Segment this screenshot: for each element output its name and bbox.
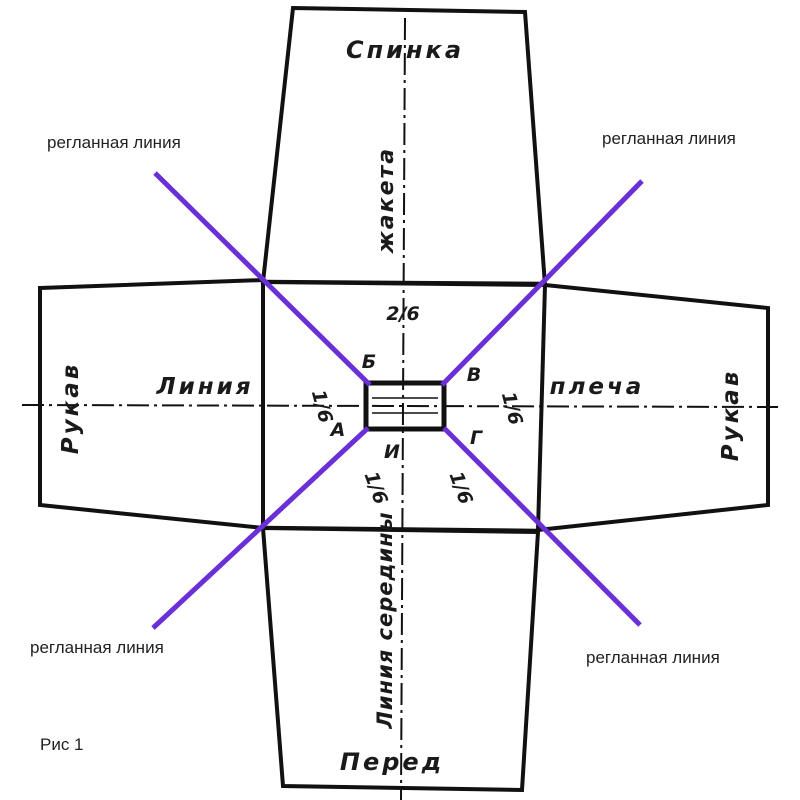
jacket-label: жакета bbox=[374, 147, 399, 254]
raglan-line-top-left bbox=[153, 171, 372, 387]
raglan-line-bottom-left bbox=[151, 426, 370, 630]
raglan-label-top-right: регланная линия bbox=[602, 129, 736, 148]
right-sleeve-label: Рукав bbox=[718, 369, 744, 462]
point-v: В bbox=[467, 364, 481, 386]
raglan-label-bottom-right: регланная линия bbox=[586, 648, 720, 667]
fraction-right: 1/6 bbox=[497, 389, 527, 427]
center-line-label: Линия середины bbox=[373, 511, 397, 729]
fraction-bottom-right: 1/6 bbox=[445, 468, 477, 507]
center-line bbox=[400, 17, 406, 800]
point-i: И bbox=[384, 441, 400, 463]
fraction-top: 2/6 bbox=[386, 303, 419, 325]
bottom-inner-line bbox=[262, 525, 539, 532]
raglan-label-top-left: регланная линия bbox=[47, 133, 181, 152]
neck-opening bbox=[363, 380, 447, 432]
point-b: Б bbox=[362, 351, 376, 373]
point-g: Г bbox=[470, 427, 483, 449]
shoulder-line bbox=[21, 404, 779, 408]
shoulder-label: плеча bbox=[550, 374, 645, 400]
front-label: Перед bbox=[340, 748, 444, 776]
fraction-bottom-left: 1/6 bbox=[360, 468, 392, 507]
front-panel bbox=[260, 525, 541, 793]
raglan-line-top-right bbox=[440, 179, 644, 387]
point-a: А bbox=[329, 419, 346, 441]
figure-label: Рис 1 bbox=[40, 735, 84, 754]
raglan-line-bottom-right bbox=[442, 426, 642, 627]
right-sleeve bbox=[535, 282, 770, 533]
line-label: Линия bbox=[156, 374, 254, 400]
back-label: Спинка bbox=[346, 36, 464, 64]
left-sleeve-label: Рукав bbox=[58, 362, 84, 455]
raglan-label-bottom-left: регланная линия bbox=[30, 638, 164, 657]
